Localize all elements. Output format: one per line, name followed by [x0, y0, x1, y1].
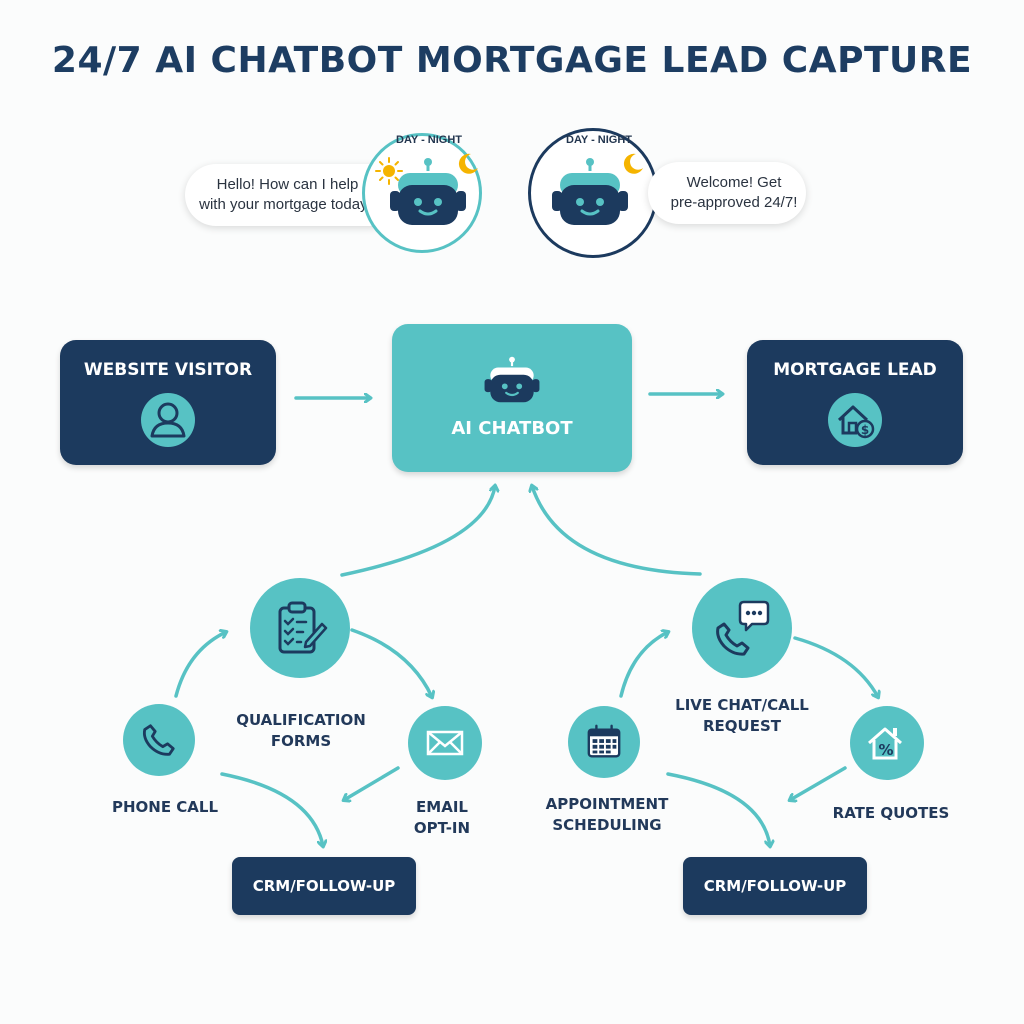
day-night-badge-left: DAY - NIGHT — [396, 134, 463, 146]
mortgage-lead-label: MORTGAGE LEAD — [773, 360, 937, 380]
arrow-appointment-to-livechat — [619, 632, 668, 698]
phone-call-node — [123, 704, 195, 776]
qualification-forms-node — [250, 578, 350, 678]
envelope-icon — [426, 730, 464, 756]
crm-follow-up-right: CRM/FOLLOW-UP — [683, 857, 867, 915]
email-opt-in-node — [408, 706, 482, 780]
phone-call-label: PHONE CALL — [111, 798, 219, 816]
svg-text:$: $ — [861, 423, 869, 437]
person-icon — [141, 393, 195, 447]
arrow-phone-to-qualification — [174, 632, 226, 698]
arrow-appointment-to-crm-right — [666, 772, 770, 846]
rate-quotes-label: RATE QUOTES — [832, 804, 950, 822]
arrow-phone-to-crm-left — [220, 772, 323, 846]
chat-phone-icon — [716, 600, 770, 656]
website-visitor-box: WEBSITE VISITOR — [60, 340, 276, 465]
calendar-icon — [587, 724, 621, 758]
ai-chatbot-label: AI CHATBOT — [451, 417, 573, 439]
phone-icon — [142, 724, 175, 756]
crm-follow-up-right-label: CRM/FOLLOW-UP — [703, 877, 847, 895]
sun-icon — [375, 157, 403, 185]
arrow-right-cycle-to-chatbot — [532, 486, 702, 576]
svg-text:%: % — [878, 741, 893, 759]
arrow-rates-to-crm-right — [790, 766, 847, 800]
arrow-email-to-crm-left — [344, 766, 400, 800]
mortgage-lead-box: MORTGAGE LEAD $ — [747, 340, 963, 465]
house-dollar-icon: $ — [828, 393, 882, 447]
moon-icon — [623, 153, 643, 174]
rate-quotes-node: % — [850, 706, 924, 780]
ai-chatbot-box: AI CHATBOT — [392, 324, 632, 472]
appointment-scheduling-node — [568, 706, 640, 778]
arrow-livechat-to-rates — [793, 636, 878, 697]
house-percent-icon: % — [868, 727, 902, 760]
chat-bubble-right: Welcome! Get pre-approved 24/7! — [648, 162, 806, 224]
crm-follow-up-left-label: CRM/FOLLOW-UP — [252, 877, 396, 895]
clipboard-icon — [278, 601, 328, 654]
page-title: 24/7 AI CHATBOT MORTGAGE LEAD CAPTURE — [51, 40, 973, 81]
arrow-qualification-to-email — [350, 628, 432, 697]
live-chat-node — [692, 578, 792, 678]
website-visitor-label: WEBSITE VISITOR — [83, 360, 253, 380]
appointment-scheduling-label: APPOINTMENT SCHEDULING — [545, 795, 669, 834]
live-chat-label: LIVE CHAT/CALL REQUEST — [675, 696, 809, 735]
email-opt-in-label: EMAIL OPT-IN — [413, 798, 471, 837]
crm-follow-up-left: CRM/FOLLOW-UP — [232, 857, 416, 915]
chat-bubble-left-text: Hello! How can I help with your mortgage… — [199, 176, 376, 213]
qualification-forms-label: QUALIFICATION FORMS — [236, 711, 366, 750]
robot-icon — [552, 158, 628, 225]
chat-bubble-right-text: Welcome! Get pre-approved 24/7! — [670, 174, 798, 211]
robot-icon — [484, 356, 540, 402]
arrow-left-cycle-to-chatbot — [340, 486, 495, 577]
day-night-badge-right: DAY - NIGHT — [566, 134, 633, 146]
moon-icon — [458, 153, 478, 174]
robot-icon — [390, 158, 466, 225]
